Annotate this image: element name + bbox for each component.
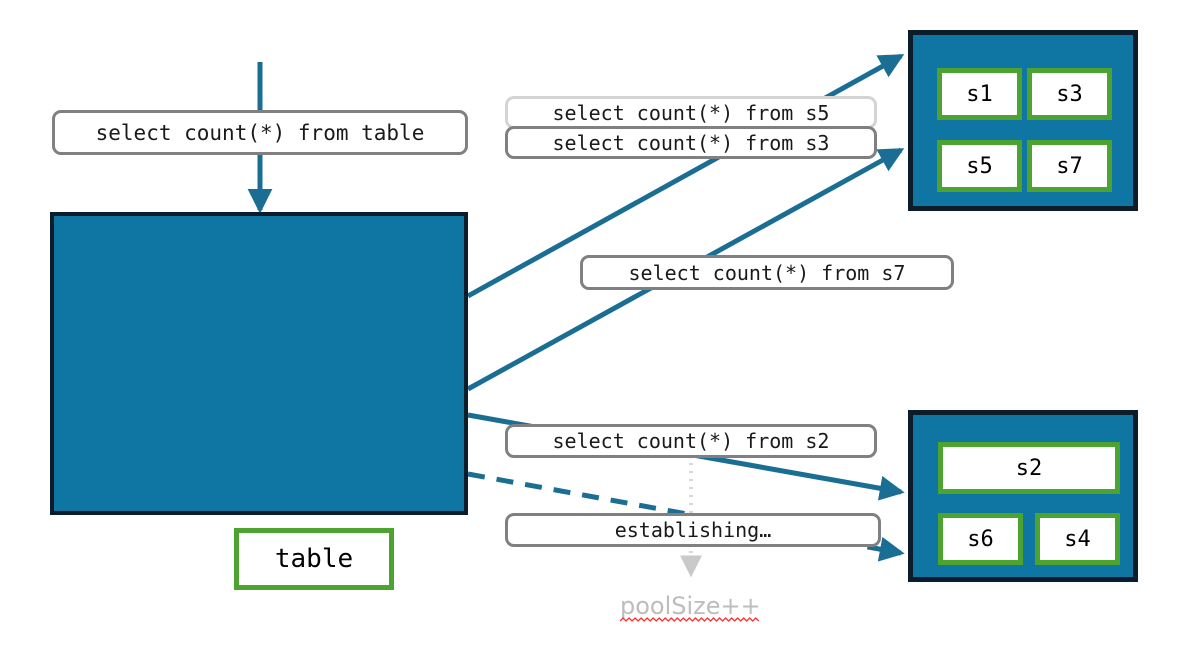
- query-chip-label: select count(*) from s3: [552, 130, 830, 155]
- table-container[interactable]: table: [50, 212, 468, 590]
- session-node-s5[interactable]: s5: [937, 140, 1022, 192]
- session-label: s6: [967, 526, 994, 552]
- session-node-s4[interactable]: s4: [1035, 513, 1120, 565]
- query-chip-table[interactable]: select count(*) from table: [52, 110, 468, 155]
- status-chip-establishing[interactable]: establishing…: [505, 513, 881, 547]
- status-chip-label: establishing…: [614, 518, 772, 542]
- poolsize-annotation: poolSize++: [620, 592, 761, 622]
- query-chip-label: select count(*) from s2: [552, 429, 830, 453]
- session-label: s3: [1056, 81, 1083, 107]
- session-label: s7: [1056, 153, 1083, 179]
- session-node-s2[interactable]: s2: [938, 442, 1120, 494]
- query-chip-label: select count(*) from s5: [552, 100, 830, 125]
- table-node[interactable]: table: [234, 528, 394, 590]
- query-chip-s3[interactable]: select count(*) from s3: [505, 126, 877, 159]
- query-chip-s7[interactable]: select count(*) from s7: [580, 255, 954, 290]
- table-node-label: table: [274, 544, 354, 574]
- session-node-s7[interactable]: s7: [1027, 140, 1112, 192]
- query-chip-label: select count(*) from table: [95, 120, 425, 145]
- query-chip-s2[interactable]: select count(*) from s2: [505, 424, 877, 458]
- poolsize-annotation-label: poolSize++: [620, 592, 761, 620]
- session-label: s4: [1064, 526, 1091, 552]
- spellcheck-underline-icon: [620, 617, 760, 622]
- session-label: s1: [966, 81, 993, 107]
- session-node-s6[interactable]: s6: [938, 513, 1023, 565]
- session-node-s1[interactable]: s1: [937, 68, 1022, 120]
- session-label: s2: [1015, 455, 1043, 481]
- query-chip-s5[interactable]: select count(*) from s5: [505, 96, 877, 129]
- session-label: s5: [966, 153, 993, 179]
- session-node-s3[interactable]: s3: [1027, 68, 1112, 120]
- pool-bottom[interactable]: s2 s6 s4: [908, 410, 1138, 582]
- pool-top[interactable]: s1 s3 s5 s7: [908, 30, 1138, 211]
- query-chip-label: select count(*) from s7: [628, 260, 906, 285]
